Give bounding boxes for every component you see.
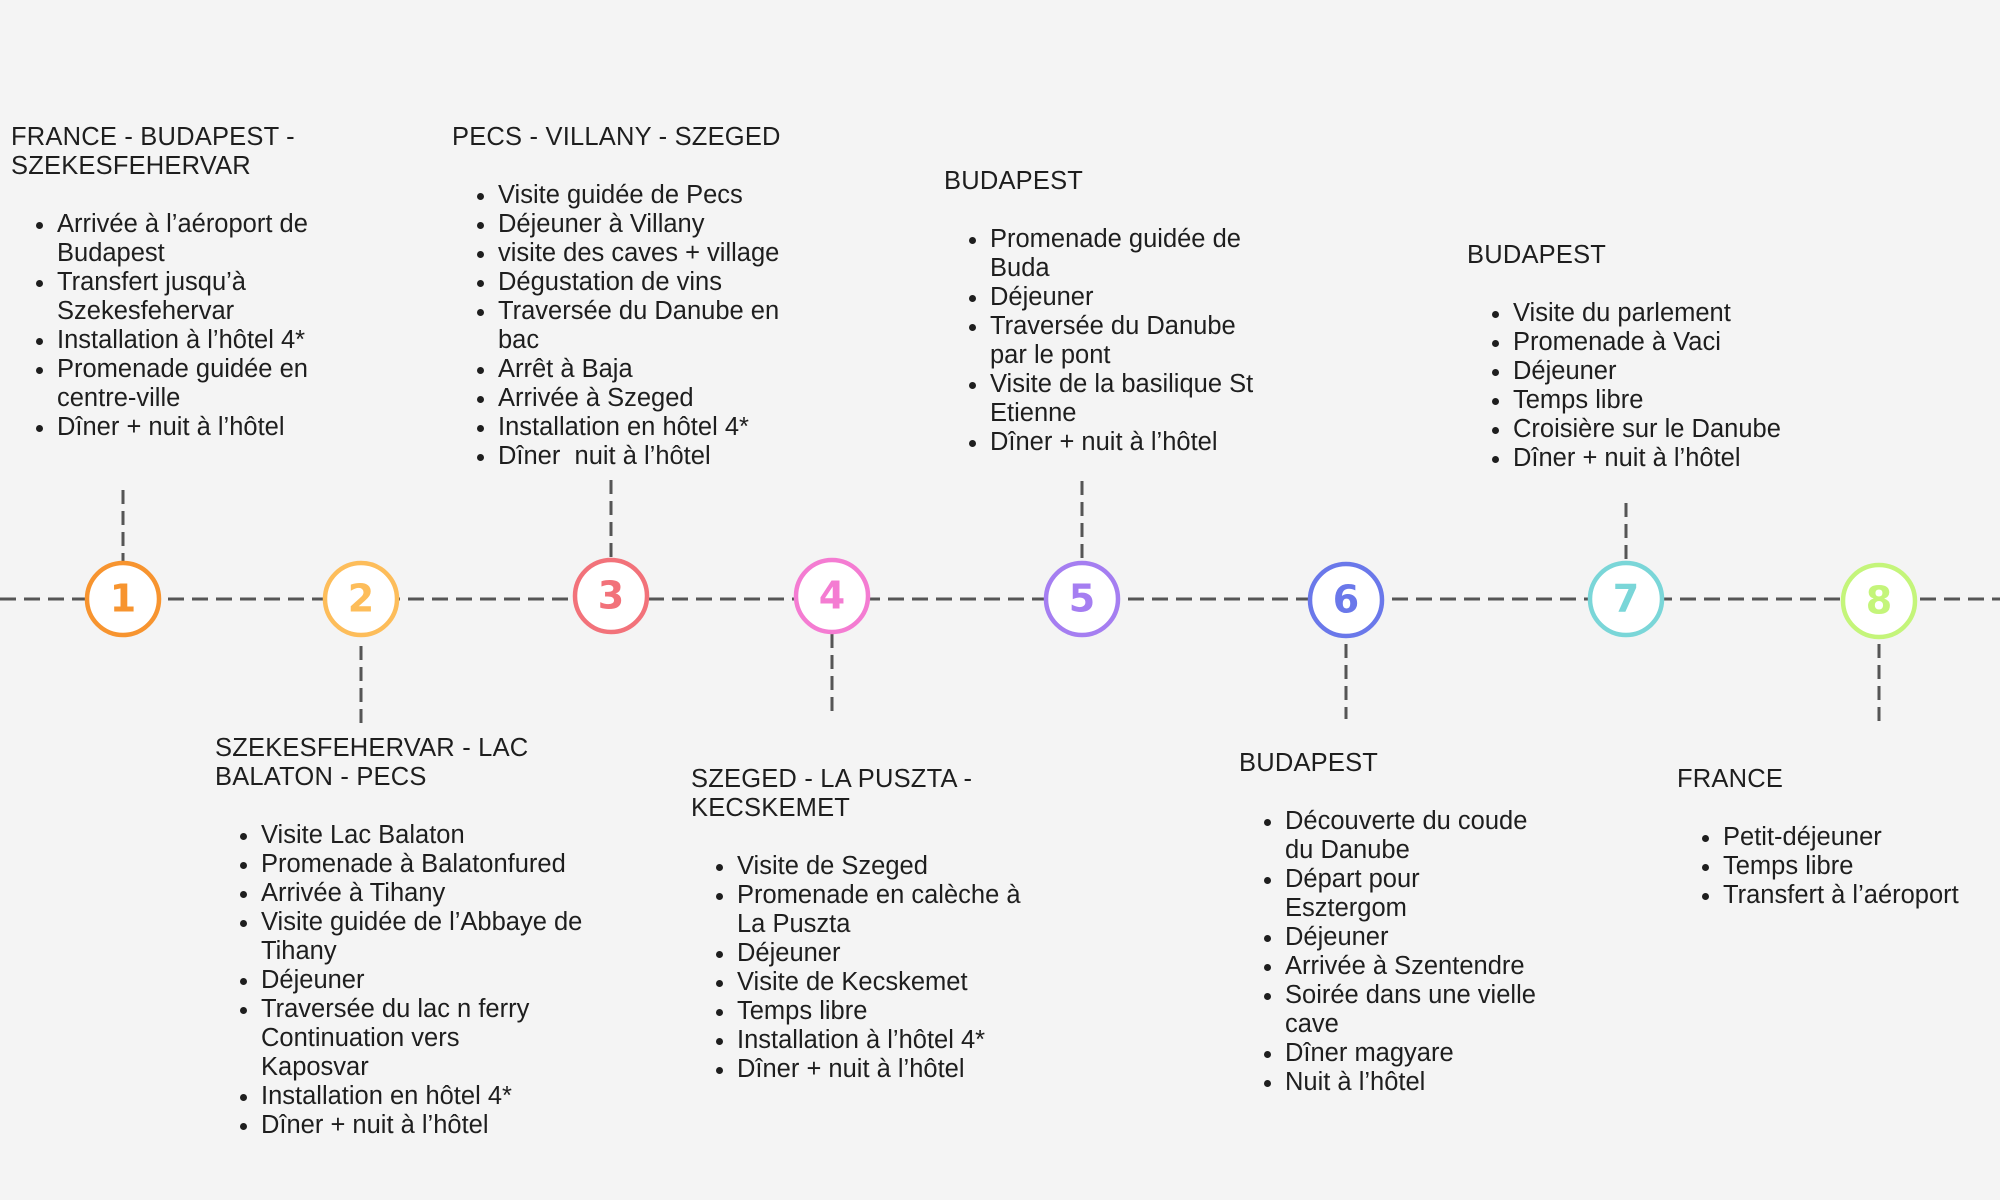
step-2-number: 2 <box>348 577 374 621</box>
step-8-number: 8 <box>1866 579 1892 623</box>
day-8-activity: Transfert à l’aéroport <box>1723 881 1997 910</box>
day-1-activity: Installation à l’hôtel 4* <box>57 326 311 355</box>
day-7-title: BUDAPEST <box>1467 241 1607 269</box>
day-2-activity-list: Visite Lac Balaton Promenade à Balatonfu… <box>215 821 585 1140</box>
day-3-activity: Dîner nuit à l’hôtel <box>498 442 822 471</box>
day-1-activity: Transfert jusqu’à Szekesfehervar <box>57 268 311 326</box>
step-4-marker <box>793 557 871 635</box>
day-1-activity: Arrivée à l’aéroport de Budapest <box>57 210 311 268</box>
step-7-marker <box>1587 560 1665 638</box>
day-7-activity: Déjeuner <box>1513 357 1827 386</box>
day-2-activity: Visite Lac Balaton <box>261 821 585 850</box>
day-6-activity: Déjeuner <box>1285 923 1539 952</box>
day-6-activity: Arrivée à Szentendre <box>1285 952 1539 981</box>
step-8-marker <box>1840 562 1918 640</box>
day-1-block: FRANCE - BUDAPEST - SZEKESFEHERVAR Arriv… <box>11 123 311 442</box>
step-3-marker <box>572 557 650 635</box>
day-4-block: SZEGED - LA PUSZTA - KECSKEMET Visite de… <box>691 765 1051 1084</box>
step-3-number: 3 <box>598 574 624 618</box>
day-1-title: FRANCE - BUDAPEST - SZEKESFEHERVAR <box>11 123 295 180</box>
day-4-activity: Déjeuner <box>737 939 1051 968</box>
day-6-title: BUDAPEST <box>1239 749 1379 777</box>
day-2-activity: Dîner + nuit à l’hôtel <box>261 1111 585 1140</box>
day-2-activity: Installation en hôtel 4* <box>261 1082 585 1111</box>
day-7-activity: Croisière sur le Danube <box>1513 415 1827 444</box>
day-2-activity: Traversée du lac n ferry Continuation ve… <box>261 995 531 1082</box>
day-5-block: BUDAPEST Promenade guidée de Buda Déjeun… <box>944 167 1274 457</box>
day-4-activity: Visite de Szeged <box>737 852 1051 881</box>
day-2-activity: Visite guidée de l’Abbaye de Tihany <box>261 908 585 966</box>
day-2-activity: Déjeuner <box>261 966 585 995</box>
day-5-activity-list: Promenade guidée de Buda Déjeuner Traver… <box>944 225 1274 457</box>
day-8-block: FRANCE Petit-déjeuner Temps libre Transf… <box>1677 765 1997 910</box>
day-2-activity: Arrivée à Tihany <box>261 879 585 908</box>
day-8-activity-list: Petit-déjeuner Temps libre Transfert à l… <box>1677 823 1997 910</box>
day-7-activity: Promenade à Vaci <box>1513 328 1827 357</box>
step-5-marker <box>1043 560 1121 638</box>
day-7-activity-list: Visite du parlement Promenade à Vaci Déj… <box>1467 299 1827 473</box>
day-3-activity: Visite guidée de Pecs <box>498 181 822 210</box>
day-6-activity: Départ pour Esztergom <box>1285 865 1539 923</box>
day-7-activity: Dîner + nuit à l’hôtel <box>1513 444 1827 473</box>
day-5-title: BUDAPEST <box>944 167 1084 195</box>
step-2-marker <box>322 560 400 638</box>
step-6-number: 6 <box>1333 578 1359 622</box>
day-3-activity-list: Visite guidée de Pecs Déjeuner à Villany… <box>452 181 822 471</box>
step-1-number: 1 <box>110 577 136 621</box>
day-6-activity: Soirée dans une vielle cave <box>1285 981 1539 1039</box>
day-7-block: BUDAPEST Visite du parlement Promenade à… <box>1467 241 1827 473</box>
day-5-activity: Promenade guidée de Buda <box>990 225 1274 283</box>
day-5-activity: Dîner + nuit à l’hôtel <box>990 428 1274 457</box>
day-3-activity: Dégustation de vins <box>498 268 822 297</box>
day-1-activity: Dîner + nuit à l’hôtel <box>57 413 311 442</box>
day-6-activity-list: Découverte du coude du Danube Départ pou… <box>1239 807 1539 1097</box>
day-4-activity: Visite de Kecskemet <box>737 968 1051 997</box>
day-8-activity: Petit-déjeuner <box>1723 823 1997 852</box>
day-7-activity: Temps libre <box>1513 386 1827 415</box>
day-7-activity: Visite du parlement <box>1513 299 1827 328</box>
day-8-title: FRANCE <box>1677 765 1784 793</box>
step-6-marker <box>1307 561 1385 639</box>
day-1-activity-list: Arrivée à l’aéroport de Budapest Transfe… <box>11 210 311 442</box>
day-6-activity: Découverte du coude du Danube <box>1285 807 1539 865</box>
day-4-activity: Temps libre <box>737 997 1051 1026</box>
day-3-title: PECS - VILLANY - SZEGED <box>452 123 781 151</box>
day-4-activity: Dîner + nuit à l’hôtel <box>737 1055 1051 1084</box>
day-5-activity: Visite de la basilique St Etienne <box>990 370 1274 428</box>
day-5-activity: Déjeuner <box>990 283 1274 312</box>
day-3-activity: Arrêt à Baja <box>498 355 822 384</box>
day-3-block: PECS - VILLANY - SZEGED Visite guidée de… <box>452 123 822 471</box>
day-1-activity: Promenade guidée en centre-ville <box>57 355 311 413</box>
step-1-marker <box>84 560 162 638</box>
day-6-activity: Nuit à l’hôtel <box>1285 1068 1539 1097</box>
day-4-activity: Installation à l’hôtel 4* <box>737 1026 1051 1055</box>
step-7-number: 7 <box>1613 577 1639 621</box>
step-4-number: 4 <box>819 574 845 618</box>
day-6-activity: Dîner magyare <box>1285 1039 1539 1068</box>
day-6-block: BUDAPEST Découverte du coude du Danube D… <box>1239 749 1539 1097</box>
day-3-activity: Installation en hôtel 4* <box>498 413 822 442</box>
day-3-activity: visite des caves + village <box>498 239 822 268</box>
day-4-activity: Promenade en calèche à La Puszta <box>737 881 1051 939</box>
day-4-title: SZEGED - LA PUSZTA - KECSKEMET <box>691 765 973 822</box>
day-8-activity: Temps libre <box>1723 852 1997 881</box>
day-5-activity: Traversée du Danube par le pont <box>990 312 1274 370</box>
day-3-activity: Déjeuner à Villany <box>498 210 822 239</box>
day-4-activity-list: Visite de Szeged Promenade en calèche à … <box>691 852 1051 1084</box>
day-3-activity: Arrivée à Szeged <box>498 384 822 413</box>
day-3-activity: Traversée du Danube en bac <box>498 297 822 355</box>
day-2-title: SZEKESFEHERVAR - LAC BALATON - PECS <box>215 734 529 791</box>
day-2-block: SZEKESFEHERVAR - LAC BALATON - PECS Visi… <box>215 734 585 1140</box>
day-2-activity: Promenade à Balatonfured <box>261 850 585 879</box>
step-5-number: 5 <box>1069 577 1095 621</box>
